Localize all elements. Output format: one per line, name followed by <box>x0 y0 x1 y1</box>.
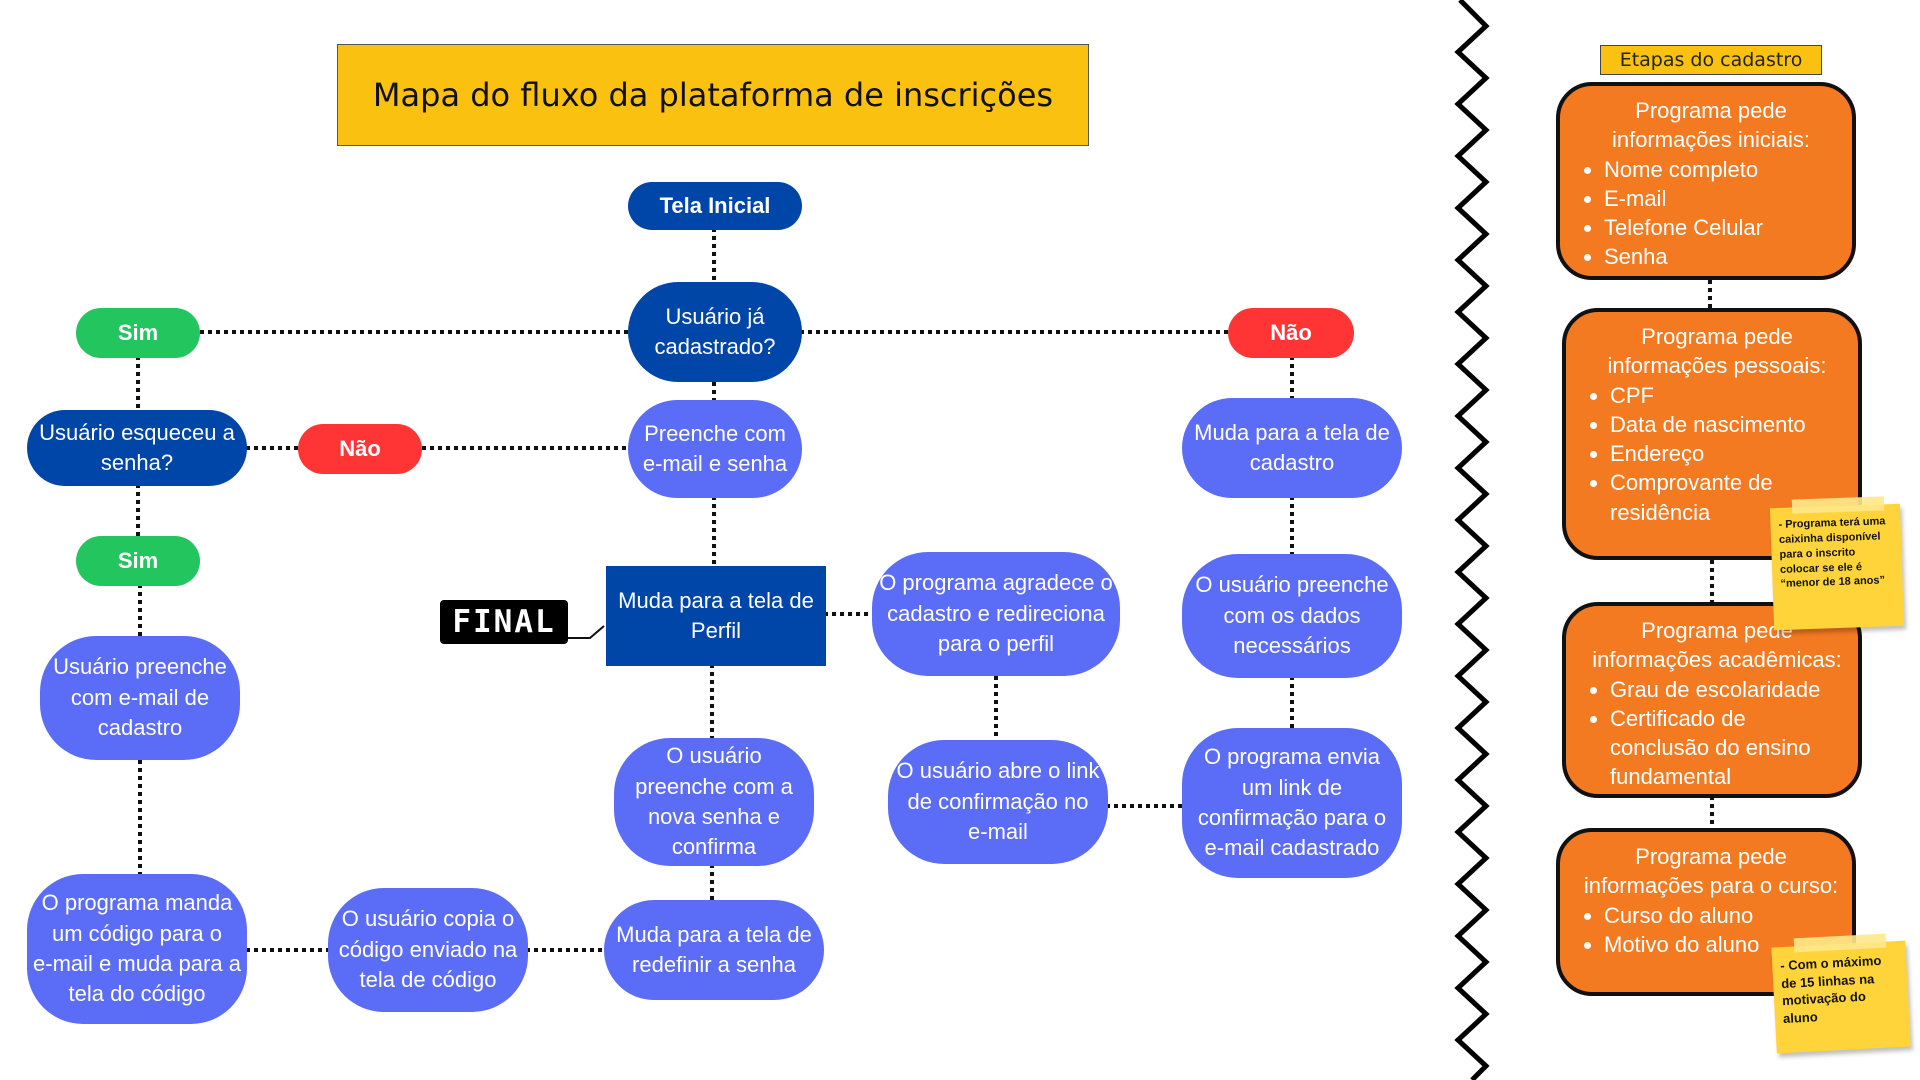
step-title: Programa pede informações acadêmicas: <box>1592 618 1842 673</box>
node-preenche-dados: O usuário preenche com os dados necessár… <box>1182 554 1402 678</box>
sticky-note-motivacao: - Com o máximo de 15 linhas na motivação… <box>1771 940 1911 1054</box>
step-item: Curso do aluno <box>1604 901 1844 930</box>
step-item: Grau de escolaridade <box>1610 675 1850 704</box>
node-copia-codigo: O usuário copia o código enviado na tela… <box>328 888 528 1012</box>
node-nova-senha: O usuário preenche com a nova senha e co… <box>614 738 814 866</box>
step-item: Motivo do aluno <box>1604 930 1844 959</box>
step-item: Comprovante de residência <box>1610 468 1810 527</box>
step-title: Programa pede informações iniciais: <box>1611 98 1811 153</box>
step-informacoes-academicas: Programa pede informações acadêmicas: Gr… <box>1562 602 1862 798</box>
node-nao-mid: Não <box>298 424 422 474</box>
step-item: Nome completo <box>1604 155 1844 184</box>
node-sim-left: Sim <box>76 536 200 586</box>
node-preenche-email-senha: Preenche com e-mail e senha <box>628 400 802 498</box>
zigzag-divider <box>1454 0 1490 1080</box>
step-item: Senha <box>1604 242 1844 271</box>
node-tela-perfil: Muda para a tela de Perfil <box>606 566 826 666</box>
node-tela-inicial: Tela Inicial <box>628 182 802 230</box>
step-item: Data de nascimento <box>1610 410 1810 439</box>
node-nao-top: Não <box>1228 308 1354 358</box>
sticky-note-menor-idade: - Programa terá uma caixinha disponível … <box>1769 503 1905 631</box>
node-usuario-cadastrado: Usuário já cadastrado? <box>628 282 802 382</box>
step-informacoes-curso: Programa pede informações para o curso: … <box>1556 828 1856 996</box>
step-item: CPF <box>1610 381 1810 410</box>
step-title: Programa pede informações para o curso: <box>1583 844 1839 899</box>
step-item: Endereço <box>1610 439 1810 468</box>
step-informacoes-iniciais: Programa pede informações iniciais: Nome… <box>1556 82 1856 280</box>
node-esqueceu-senha: Usuário esqueceu a senha? <box>27 410 247 486</box>
etapas-label: Etapas do cadastro <box>1600 45 1822 75</box>
step-item: Telefone Celular <box>1604 213 1844 242</box>
node-abre-link: O usuário abre o link de confirmação no … <box>888 740 1108 864</box>
final-label: FINAL <box>440 600 568 644</box>
node-agradece: O programa agradece o cadastro e redirec… <box>872 552 1120 676</box>
node-preenche-email-cadastro: Usuário preenche com e-mail de cadastro <box>40 636 240 760</box>
node-manda-codigo: O programa manda um código para o e-mail… <box>27 874 247 1024</box>
node-tela-cadastro: Muda para a tela de cadastro <box>1182 398 1402 498</box>
diagram-title: Mapa do fluxo da plataforma de inscriçõe… <box>337 44 1089 146</box>
step-item: Certificado de conclusão do ensino funda… <box>1610 704 1850 792</box>
step-item: E-mail <box>1604 184 1844 213</box>
node-redefinir-senha: Muda para a tela de redefinir a senha <box>604 900 824 1000</box>
step-title: Programa pede informações pessoais: <box>1607 324 1827 379</box>
node-envia-link: O programa envia um link de confirmação … <box>1182 728 1402 878</box>
node-sim-top: Sim <box>76 308 200 358</box>
